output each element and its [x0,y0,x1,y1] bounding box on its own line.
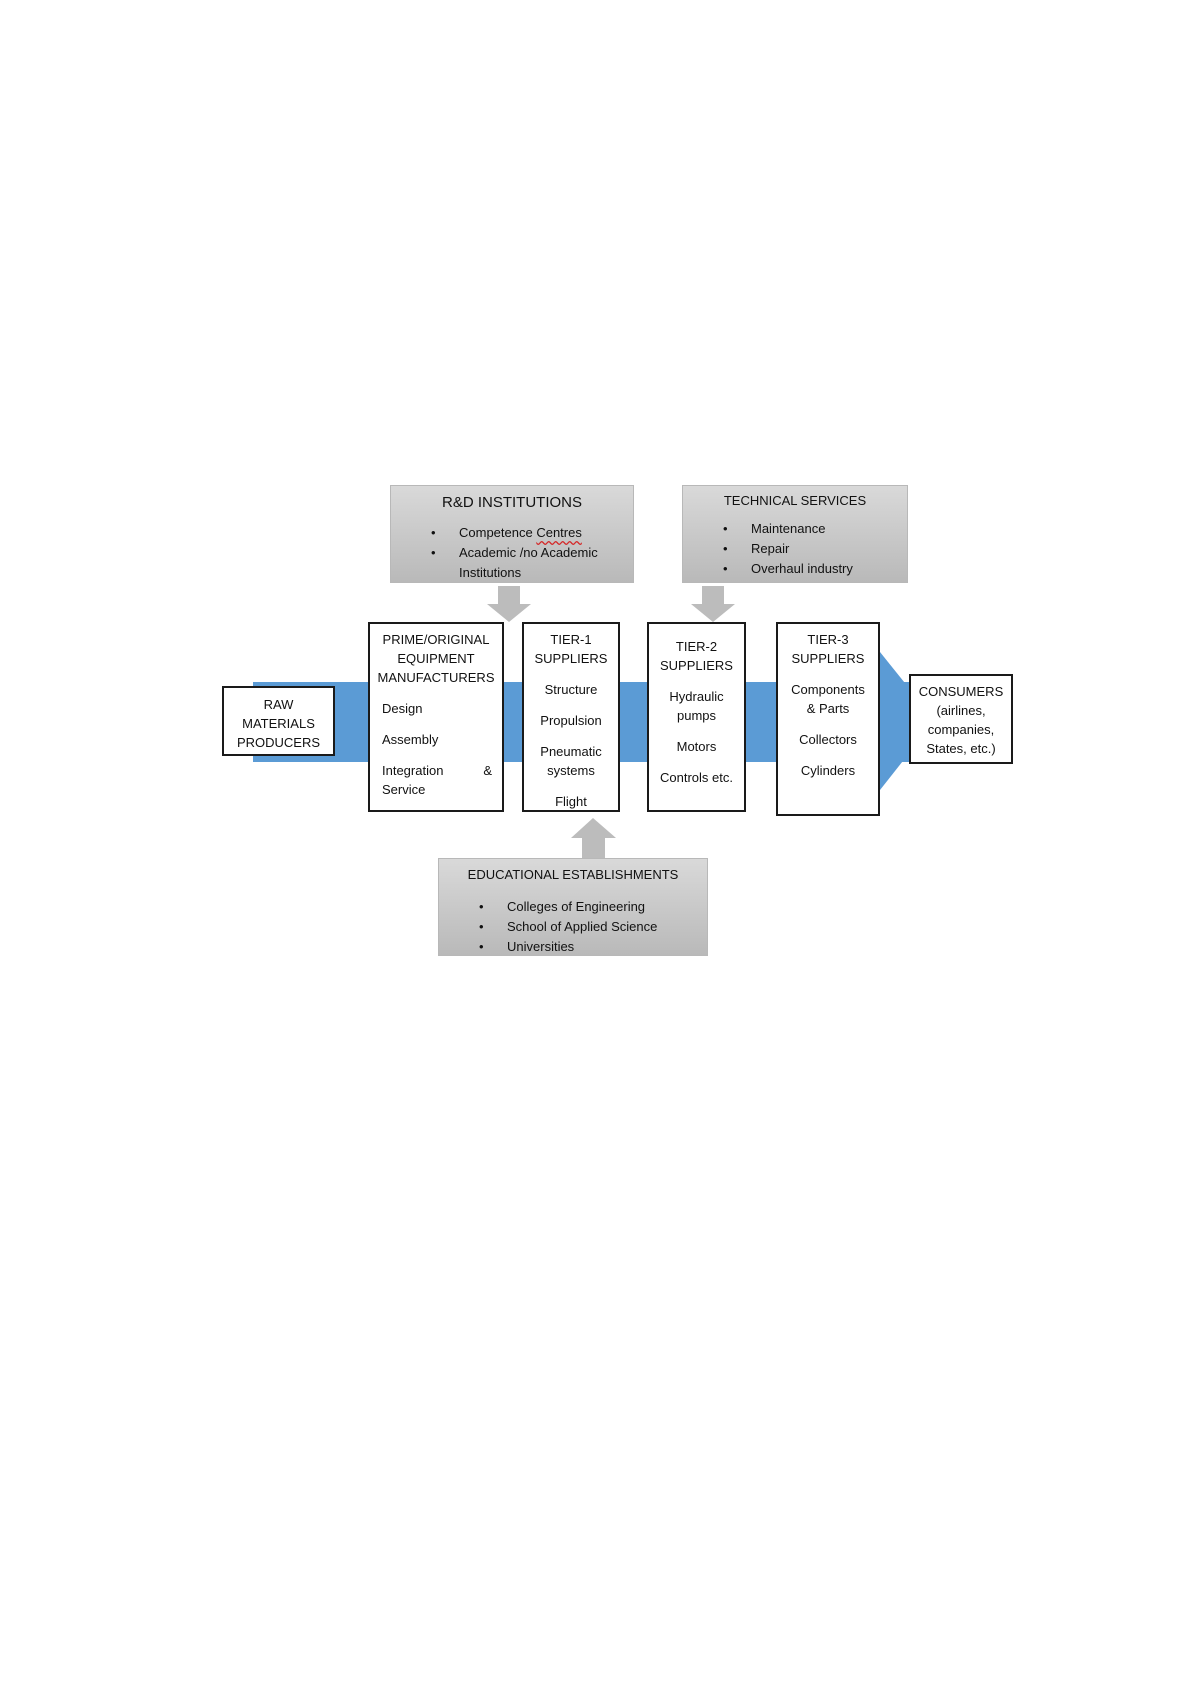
tier2-box: TIER-2 SUPPLIERS Hydraulic pumps Motors … [647,622,746,812]
tier1-title-line: SUPPLIERS [534,651,608,666]
tier3-title-line: SUPPLIERS [791,651,865,666]
edu-item: Universities [439,937,707,955]
rd-institutions-panel: R&D INSTITUTIONS Competence Centres Acad… [390,485,634,583]
prime-oem-box: PRIME/ORIGINAL EQUIPMENT MANUFACTURERS D… [368,622,504,812]
tier2-item: Controls etc. [660,770,733,785]
tier3-item: Collectors [799,732,857,747]
tech-title: TECHNICAL SERVICES [723,493,867,508]
consumers-line: companies, [927,722,995,737]
tier1-title-line: TIER-1 [550,632,592,647]
tech-list: Maintenance Repair Overhaul industry [683,519,907,579]
prime-item: Design [382,701,423,716]
rd-list: Competence Centres Academic /no Academic… [391,523,633,582]
prime-title-line: MANUFACTURERS [377,670,495,685]
rd-item-continued: Institutions [391,563,633,582]
tier2-title-line: TIER-2 [675,639,718,654]
raw-line: PRODUCERS [236,735,321,750]
tier2-item: Hydraulic [669,689,724,704]
raw-line: RAW [263,697,294,712]
rd-title: R&D INSTITUTIONS [441,494,582,511]
tech-item: Overhaul industry [683,559,907,579]
edu-item-text: Colleges of Engineering [507,899,646,914]
tier1-box: TIER-1 SUPPLIERS Structure Propulsion Pn… [522,622,620,812]
tech-item-text: Overhaul industry [751,561,853,576]
tier3-item: Cylinders [800,763,856,778]
prime-item: Service [382,782,426,797]
technical-services-panel: TECHNICAL SERVICES Maintenance Repair Ov… [682,485,908,583]
educational-establishments-panel: EDUCATIONAL ESTABLISHMENTS Colleges of E… [438,858,708,956]
consumers-line: (airlines, [936,703,986,718]
tier1-item: Structure [544,682,598,697]
spellcheck-underline: Centres [536,525,582,540]
edu-item-text: School of Applied Science [507,919,658,934]
raw-materials-box: RAW MATERIALS PRODUCERS [222,686,335,756]
tier3-box: TIER-3 SUPPLIERS Components & Parts Coll… [776,622,880,816]
tier2-item: pumps [676,708,717,723]
rd-item-text: Academic /no Academic [459,545,598,560]
consumers-line: CONSUMERS [918,684,1004,699]
prime-title-line: PRIME/ORIGINAL [382,632,490,647]
tier3-title-line: TIER-3 [807,632,849,647]
tier3-item: & Parts [806,701,850,716]
rd-item: Academic /no Academic [391,543,633,563]
tech-item: Repair [683,539,907,559]
tier1-item: Flight [555,794,587,809]
edu-list: Colleges of Engineering School of Applie… [439,897,707,955]
tech-down-arrow [691,586,735,622]
prime-item: Assembly [382,732,439,747]
prime-item-ampersand: & [483,763,492,778]
tier2-item: Motors [676,739,717,754]
tier1-item: Pneumatic [540,744,602,759]
tech-item: Maintenance [683,519,907,539]
rd-item-text: Competence Centres [459,525,582,540]
rd-item-text: Institutions [459,565,522,580]
rd-down-arrow [487,586,531,622]
tech-item-text: Repair [751,541,790,556]
edu-item: Colleges of Engineering [439,897,707,917]
tech-item-text: Maintenance [751,521,826,536]
consumers-line: States, etc.) [926,741,996,756]
raw-line: MATERIALS [242,716,315,731]
tier2-title-line: SUPPLIERS [660,658,733,673]
prime-title-line: EQUIPMENT [397,651,475,666]
edu-title: EDUCATIONAL ESTABLISHMENTS [467,867,679,882]
prime-item: Integration [382,763,444,778]
tier1-item: Propulsion [540,713,602,728]
edu-item-text: Universities [507,939,575,954]
tier3-item: Components [791,682,865,697]
flow-arrowhead [880,652,925,790]
edu-item: School of Applied Science [439,917,707,937]
edu-up-arrow [571,818,616,858]
rd-item: Competence Centres [391,523,633,543]
consumers-box: CONSUMERS (airlines, companies, States, … [909,674,1013,764]
tier1-item: systems [547,763,595,778]
